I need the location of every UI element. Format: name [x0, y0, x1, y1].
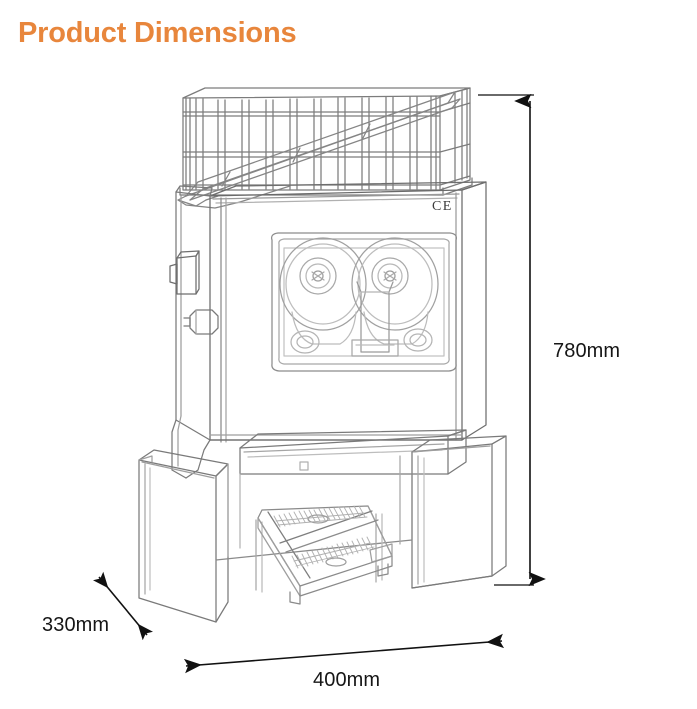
juice-spout-ledge — [239, 429, 467, 475]
height-dimension-label: 780mm — [553, 340, 621, 362]
peel-bin-left — [138, 449, 229, 623]
fruit-hopper-cage — [179, 87, 473, 196]
squeeze-cup-right — [351, 237, 439, 345]
squeeze-cup-left — [279, 237, 367, 345]
ce-mark: CE — [432, 199, 453, 214]
page-title: Product Dimensions — [18, 17, 297, 49]
depth-dimension-line — [93, 571, 153, 641]
side-door-latch — [183, 309, 219, 335]
width-dimension-label: 400mm — [313, 669, 381, 691]
width-dimension-line — [183, 633, 505, 674]
squeezing-mechanism-window — [271, 232, 457, 372]
tray-feet — [289, 563, 389, 605]
main-cabinet — [209, 181, 487, 443]
side-door-panel — [171, 185, 213, 479]
side-door-hinge — [169, 250, 200, 295]
peel-bin-right — [411, 435, 507, 589]
drip-tray — [257, 505, 393, 597]
depth-dimension-label: 330mm — [42, 614, 110, 636]
cutting-blade-divider — [351, 281, 399, 357]
peel-rollers — [290, 328, 433, 354]
